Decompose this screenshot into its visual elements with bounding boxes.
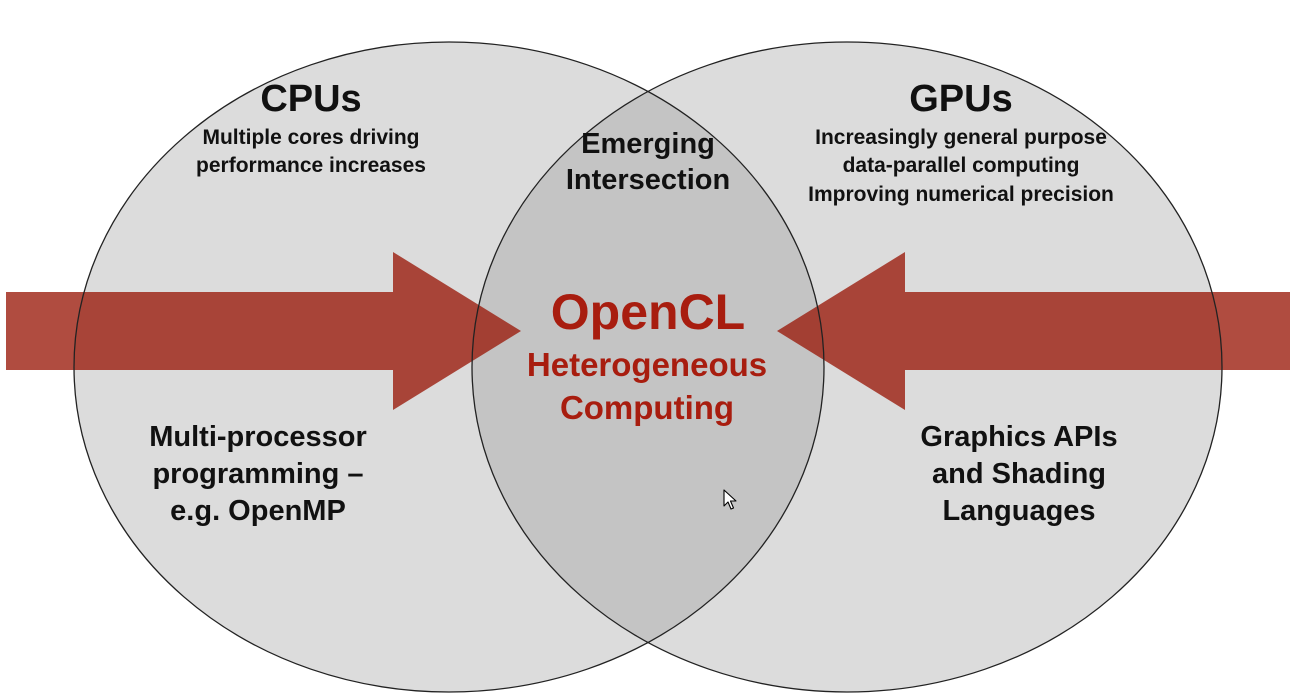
cpu-bottom-line-2: programming – bbox=[152, 458, 363, 490]
cpu-subtitle-line-2: performance increases bbox=[196, 154, 426, 177]
cpu-subtitle-line-1: Multiple cores driving bbox=[202, 126, 419, 149]
cpu-bottom-line-1: Multi-processor bbox=[149, 421, 367, 453]
opencl-title: OpenCL bbox=[551, 284, 745, 340]
cpu-bottom-line-3: e.g. OpenMP bbox=[170, 495, 346, 527]
gpu-circle-outline bbox=[471, 41, 1223, 693]
intersection-label-line-2: Intersection bbox=[566, 164, 730, 196]
gpu-bottom-line-3: Languages bbox=[942, 495, 1095, 527]
intersection-label-line-1: Emerging bbox=[581, 128, 715, 160]
opencl-subtitle-line-2: Computing bbox=[560, 389, 734, 426]
arrow-right-icon bbox=[6, 252, 521, 410]
arrow-left-icon bbox=[777, 252, 1290, 410]
opencl-subtitle-line-1: Heterogeneous bbox=[527, 346, 767, 383]
gpu-title: GPUs bbox=[909, 78, 1012, 120]
cpu-title: CPUs bbox=[260, 78, 361, 120]
gpu-subtitle-line-1: Increasingly general purpose bbox=[815, 126, 1107, 149]
cpu-circle-outline bbox=[73, 41, 825, 693]
gpu-bottom-line-2: and Shading bbox=[932, 458, 1106, 490]
intersection-region bbox=[472, 42, 824, 692]
gpu-subtitle-line-3: Improving numerical precision bbox=[808, 183, 1114, 206]
mouse-pointer-icon bbox=[723, 489, 737, 510]
gpu-subtitle-line-2: data-parallel computing bbox=[843, 154, 1080, 177]
gpu-bottom-line-1: Graphics APIs bbox=[920, 421, 1117, 453]
